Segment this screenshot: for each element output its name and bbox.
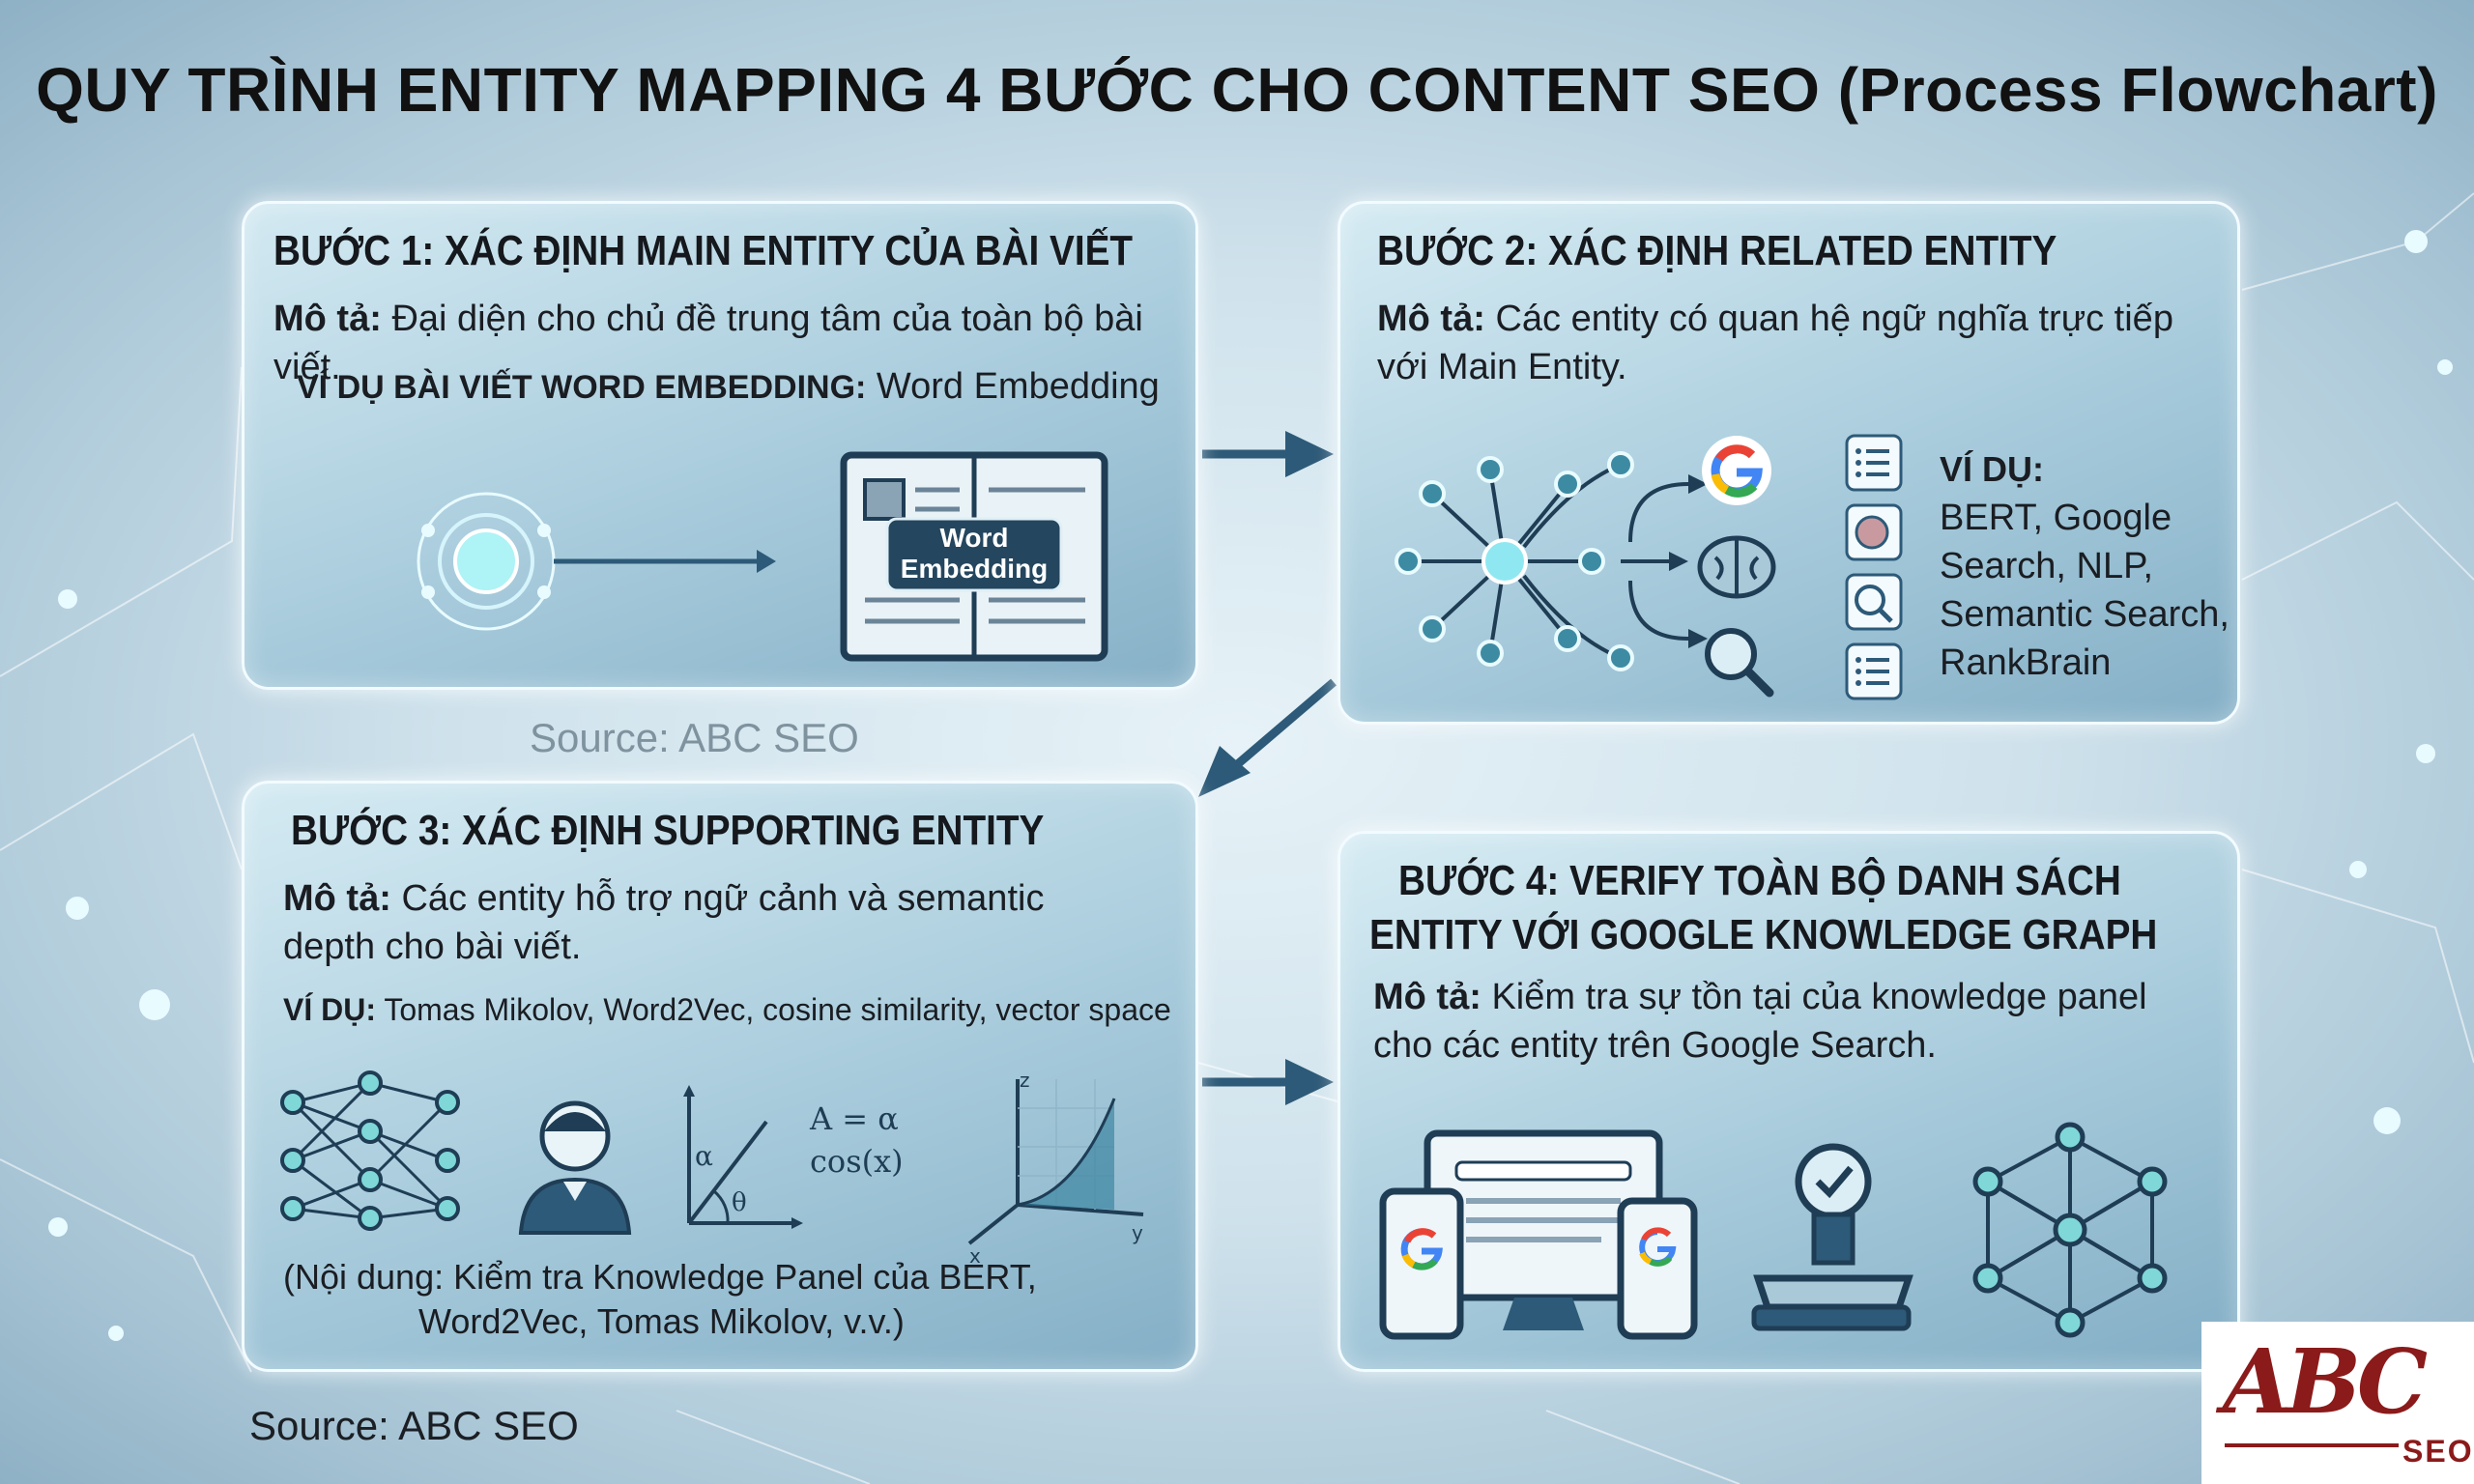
svg-text:y: y [1132, 1221, 1143, 1244]
step-3-note-line-1: (Nội dung: Kiểm tra Knowledge Panel của … [283, 1257, 1037, 1297]
step-2-desc-label: Mô tả: [1377, 299, 1485, 339]
step-3-note-line-2: Word2Vec, Tomas Mikolov, v.v.) [418, 1301, 905, 1341]
step-3-card: BƯỚC 3: XÁC ĐỊNH SUPPORTING ENTITY Mô tả… [242, 781, 1198, 1372]
step-2-example-line-2: Search, NLP, [1940, 546, 2154, 586]
step-4-card: BƯỚC 4: VERIFY TOÀN BỘ DANH SÁCH ENTITY … [1338, 831, 2240, 1372]
step-2-heading: BƯỚC 2: XÁC ĐỊNH RELATED ENTITY [1377, 227, 2057, 274]
step-4-desc-text: Kiểm tra sự tồn tại của knowledge panel … [1373, 977, 2147, 1066]
book-label: Word Embedding [887, 523, 1061, 585]
list-icons [1845, 434, 1903, 700]
step-3-desc-label: Mô tả: [283, 878, 391, 919]
vector-space-3d-icon: z y x [967, 1069, 1144, 1268]
step-2-card: BƯỚC 2: XÁC ĐỊNH RELATED ENTITY Mô tả: C… [1338, 201, 2240, 725]
verify-stamp-icon [1751, 1143, 1913, 1331]
devices-google-search-icon [1379, 1129, 1698, 1340]
formula-line-2: cos(x) [810, 1143, 904, 1180]
knowledge-graph-icon [1972, 1122, 2168, 1338]
logo-underline [2225, 1443, 2399, 1447]
magnifier-icon [1705, 628, 1774, 698]
page-title: QUY TRÌNH ENTITY MAPPING 4 BƯỚC CHO CONT… [36, 55, 2438, 125]
step-3-example: VÍ DỤ: Tomas Mikolov, Word2Vec, cosine s… [283, 992, 1171, 1028]
step-3-example-label: VÍ DỤ: [283, 992, 376, 1027]
step-1-heading: BƯỚC 1: XÁC ĐỊNH MAIN ENTITY CỦA BÀI VIẾ… [273, 227, 1134, 274]
step-1-example-label: VÍ DỤ BÀI VIẾT WORD EMBEDDING: [297, 369, 867, 406]
step-3-description: Mô tả: Các entity hỗ trợ ngữ cảnh và sem… [283, 874, 1105, 971]
source-label-2: Source: ABC SEO [249, 1403, 579, 1448]
abc-seo-logo: ABC SEO [2201, 1322, 2474, 1484]
step-4-description: Mô tả: Kiểm tra sự tồn tại của knowledge… [1373, 973, 2214, 1070]
book-label-line-2: Embedding [900, 554, 1049, 584]
source-label-1: Source: ABC SEO [530, 715, 859, 760]
step-1-description: Mô tả: Đại diện cho chủ đề trung tâm của… [273, 295, 1182, 391]
google-icon [1702, 436, 1771, 505]
svg-text:z: z [1020, 1069, 1030, 1092]
step-1-example: VÍ DỤ BÀI VIẾT WORD EMBEDDING: Word Embe… [297, 362, 1186, 412]
formula-line-1: A = α [810, 1100, 899, 1137]
step-1-desc-label: Mô tả: [273, 299, 382, 339]
step-2-desc-text: Các entity có quan hệ ngữ nghĩa trực tiế… [1377, 299, 2173, 387]
svg-text:α: α [695, 1140, 713, 1172]
angle-diagram-icon: α θ [683, 1085, 803, 1229]
person-icon [518, 1100, 632, 1235]
service-icons [1697, 436, 1776, 698]
step-3-note: (Nội dung: Kiểm tra Knowledge Panel của … [283, 1255, 1037, 1344]
step-2-example-line-1: BERT, Google [1940, 498, 2172, 538]
logo-sub-text: SEO [2402, 1434, 2474, 1469]
step-4-heading-line-1: BƯỚC 4: VERIFY TOÀN BỘ DANH SÁCH [1398, 857, 2121, 904]
book-label-line-1: Word [939, 523, 1009, 553]
step-2-description: Mô tả: Các entity có quan hệ ngữ nghĩa t… [1377, 295, 2218, 391]
book-icon [840, 451, 1108, 662]
step-3-heading: BƯỚC 3: XÁC ĐỊNH SUPPORTING ENTITY [291, 807, 1045, 854]
step-1-card: BƯỚC 1: XÁC ĐỊNH MAIN ENTITY CỦA BÀI VIẾ… [242, 201, 1198, 690]
step-2-example-line-3: Semantic Search, [1940, 594, 2229, 635]
step-3-example-text: Tomas Mikolov, Word2Vec, cosine similari… [384, 992, 1171, 1027]
step-4-desc-label: Mô tả: [1373, 977, 1482, 1017]
step-1-desc-text: Đại diện cho chủ đề trung tâm của toàn b… [273, 299, 1143, 387]
step-3-desc-text: Các entity hỗ trợ ngữ cảnh và semantic d… [283, 878, 1045, 967]
brain-icon [1697, 535, 1776, 599]
formula: A = α cos(x) [810, 1098, 904, 1183]
neural-network-icon [280, 1070, 460, 1231]
main-entity-node-icon [417, 492, 776, 631]
svg-text:θ: θ [732, 1188, 747, 1217]
step-4-heading-line-2: ENTITY VỚI GOOGLE KNOWLEDGE GRAPH [1369, 911, 2158, 958]
related-entity-network-icon [1395, 451, 1708, 671]
step-2-example-line-4: RankBrain [1940, 642, 2112, 683]
svg-text:x: x [969, 1244, 981, 1268]
logo-main-text: ABC [2223, 1329, 2428, 1434]
step-2-example-label: VÍ DỤ: [1940, 449, 2044, 489]
step-1-example-text: Word Embedding [876, 366, 1160, 407]
